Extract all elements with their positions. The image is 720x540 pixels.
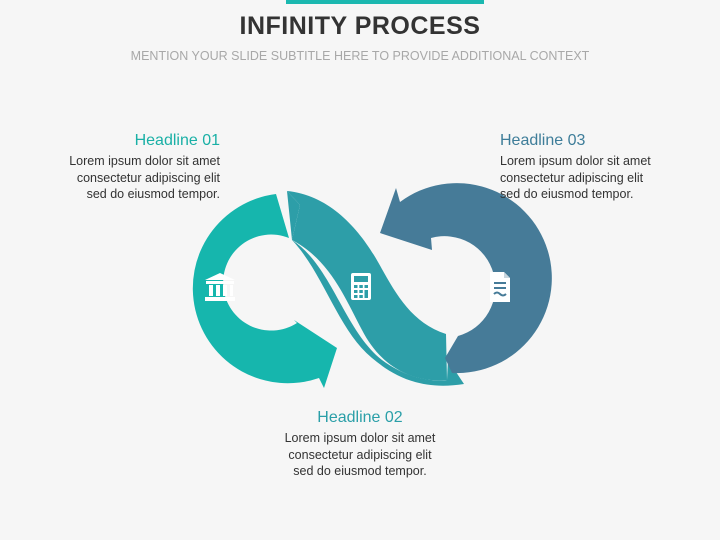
step-1-line-1: Lorem ipsum dolor sit amet (69, 154, 220, 168)
step-1-line-2: consectetur adipiscing elit (76, 170, 220, 185)
step-2-headline: Headline 02 (317, 409, 403, 426)
document-icon (490, 272, 510, 302)
step-1-line-3: sed do eiusmod tempor. (86, 187, 220, 201)
step-2-line-3: sed do eiusmod tempor. (293, 464, 427, 478)
step-2-line-2: consectetur adipiscing elit (288, 447, 432, 462)
step-3-headline: Headline 03 (500, 132, 586, 149)
step-2-text: Headline 02 Lorem ipsum dolor sit amet c… (260, 408, 460, 480)
step-2-line-1: Lorem ipsum dolor sit amet (284, 431, 436, 445)
calculator-icon (351, 273, 371, 300)
step-1-headline: Headline 01 (134, 132, 220, 149)
step-3-line-1: Lorem ipsum dolor sit amet (500, 154, 651, 168)
step-3-text: Headline 03 Lorem ipsum dolor sit amet c… (500, 131, 690, 203)
page-subtitle: MENTION YOUR SLIDE SUBTITLE HERE TO PROV… (130, 49, 590, 63)
step-3-line-2: consectetur adipiscing elit (500, 170, 644, 185)
segment-1-arrow (192, 194, 337, 388)
step-3-line-3: sed do eiusmod tempor. (500, 187, 634, 201)
bank-icon (205, 273, 235, 301)
top-accent-bar (286, 0, 484, 4)
step-1-text: Headline 01 Lorem ipsum dolor sit amet c… (30, 131, 220, 203)
segment-3-arrow (380, 183, 552, 374)
page-title: INFINITY PROCESS (239, 12, 481, 40)
